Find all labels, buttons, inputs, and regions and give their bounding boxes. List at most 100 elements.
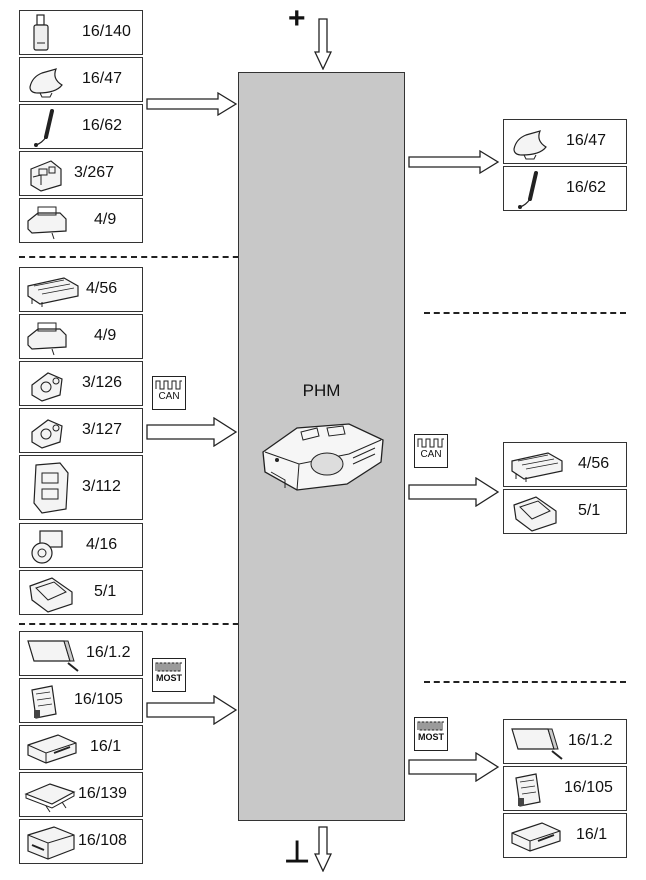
can-bus-badge: CAN bbox=[414, 434, 448, 468]
display-icon bbox=[511, 728, 563, 760]
component-label: 16/62 bbox=[566, 179, 607, 196]
seat-cushion-icon bbox=[29, 577, 73, 613]
fuse-box-icon bbox=[27, 277, 79, 307]
input-arrow-group-2 bbox=[146, 417, 238, 447]
component-label: 16/62 bbox=[82, 117, 123, 134]
receiver-icon bbox=[511, 822, 561, 852]
output-arrow-group-2 bbox=[408, 477, 500, 507]
component-box: 16/139 bbox=[19, 772, 143, 817]
component-box: 16/1 bbox=[503, 813, 627, 858]
component-box: 3/267 bbox=[19, 151, 143, 196]
fuse-box-icon bbox=[511, 452, 563, 482]
can-bus-label: CAN bbox=[420, 449, 442, 460]
component-box: 16/140 bbox=[19, 10, 143, 55]
component-label: 16/105 bbox=[564, 779, 613, 796]
component-label: 4/56 bbox=[86, 280, 118, 297]
most-signal-icon bbox=[155, 662, 182, 672]
component-box: 16/105 bbox=[19, 678, 143, 723]
ground-symbol: ⊥ bbox=[284, 836, 311, 869]
component-box: 16/105 bbox=[503, 766, 627, 811]
seat-cushion-icon bbox=[513, 496, 557, 532]
component-box: 16/62 bbox=[503, 166, 627, 211]
can-bus-label: CAN bbox=[158, 391, 180, 402]
component-box: 4/9 bbox=[19, 314, 143, 359]
component-label: 16/1 bbox=[90, 738, 122, 755]
most-signal-icon bbox=[417, 721, 444, 731]
roof-antenna-icon bbox=[29, 68, 63, 98]
component-label: 5/1 bbox=[94, 583, 117, 600]
component-label: 4/9 bbox=[94, 211, 117, 228]
component-box: 3/126 bbox=[19, 361, 143, 406]
output-arrow-group-1 bbox=[408, 149, 500, 175]
most-bus-badge: MOST bbox=[152, 658, 186, 692]
most-bus-label: MOST bbox=[156, 673, 182, 683]
circuit-board-icon bbox=[31, 685, 57, 719]
most-bus-badge: MOST bbox=[414, 717, 448, 751]
component-box: 16/47 bbox=[503, 119, 627, 164]
circuit-board-icon bbox=[515, 773, 541, 807]
can-signal-icon bbox=[417, 438, 444, 448]
can-signal-icon bbox=[155, 380, 182, 390]
component-label: 3/127 bbox=[82, 421, 123, 438]
phm-label: PHM bbox=[302, 381, 341, 400]
tuner-icon bbox=[24, 783, 76, 813]
component-box: 3/127 bbox=[19, 408, 143, 453]
component-label: 4/16 bbox=[86, 536, 118, 553]
receiver-icon bbox=[27, 734, 77, 764]
component-label: 4/9 bbox=[94, 327, 117, 344]
component-label: 3/112 bbox=[82, 478, 121, 495]
component-label: 16/139 bbox=[78, 785, 127, 802]
component-label: 3/126 bbox=[82, 374, 123, 391]
component-box: 5/1 bbox=[503, 489, 627, 534]
component-label: 4/56 bbox=[578, 455, 610, 472]
input-arrow-group-3 bbox=[146, 695, 238, 725]
group-divider bbox=[19, 623, 249, 625]
component-box: 4/56 bbox=[503, 442, 627, 487]
component-label: 16/108 bbox=[78, 832, 127, 849]
seat-motor-icon bbox=[31, 372, 63, 402]
component-box: 5/1 bbox=[19, 570, 143, 615]
control-panel-icon bbox=[30, 160, 62, 192]
component-box: 16/62 bbox=[19, 104, 143, 149]
component-box: 16/1 bbox=[19, 725, 143, 770]
component-box: 4/56 bbox=[19, 267, 143, 312]
component-box: 4/9 bbox=[19, 198, 143, 243]
component-box: 16/1.2 bbox=[503, 719, 627, 764]
component-label: 16/1 bbox=[576, 826, 608, 843]
output-arrow-group-3 bbox=[408, 752, 500, 782]
component-label: 16/47 bbox=[82, 70, 123, 87]
component-label: 5/1 bbox=[578, 502, 601, 519]
component-label: 16/1.2 bbox=[86, 644, 131, 661]
seat-motor-icon bbox=[31, 419, 63, 449]
rod-antenna-icon bbox=[518, 171, 538, 209]
component-label: 16/47 bbox=[566, 132, 607, 149]
component-box: 3/112 bbox=[19, 455, 143, 520]
phm-module-icon bbox=[262, 423, 384, 491]
component-box: 4/16 bbox=[19, 523, 143, 568]
component-box: 16/47 bbox=[19, 57, 143, 102]
phm-module-block: PHM bbox=[238, 72, 405, 821]
display-icon bbox=[27, 640, 79, 672]
power-plus-symbol: + bbox=[288, 2, 306, 35]
control-module-icon bbox=[27, 322, 67, 356]
can-bus-badge: CAN bbox=[152, 376, 186, 410]
seat-module-icon bbox=[33, 462, 69, 514]
component-box: 16/108 bbox=[19, 819, 143, 864]
group-divider bbox=[424, 681, 626, 683]
component-label: 16/1.2 bbox=[568, 732, 613, 749]
key-fob-icon bbox=[33, 14, 49, 51]
drive-unit-icon bbox=[27, 826, 75, 860]
component-label: 16/140 bbox=[82, 23, 131, 40]
group-divider bbox=[19, 256, 249, 258]
component-label: 16/105 bbox=[74, 691, 123, 708]
component-box: 16/1.2 bbox=[19, 631, 143, 676]
rod-antenna-icon bbox=[34, 109, 54, 147]
group-divider bbox=[424, 312, 626, 314]
control-module-icon bbox=[27, 206, 67, 240]
most-bus-label: MOST bbox=[418, 732, 444, 742]
pump-icon bbox=[31, 530, 63, 564]
input-arrow-group-1 bbox=[146, 91, 238, 117]
ground-out-arrow bbox=[314, 826, 332, 872]
component-label: 3/267 bbox=[74, 164, 115, 181]
roof-antenna-icon bbox=[513, 130, 547, 160]
